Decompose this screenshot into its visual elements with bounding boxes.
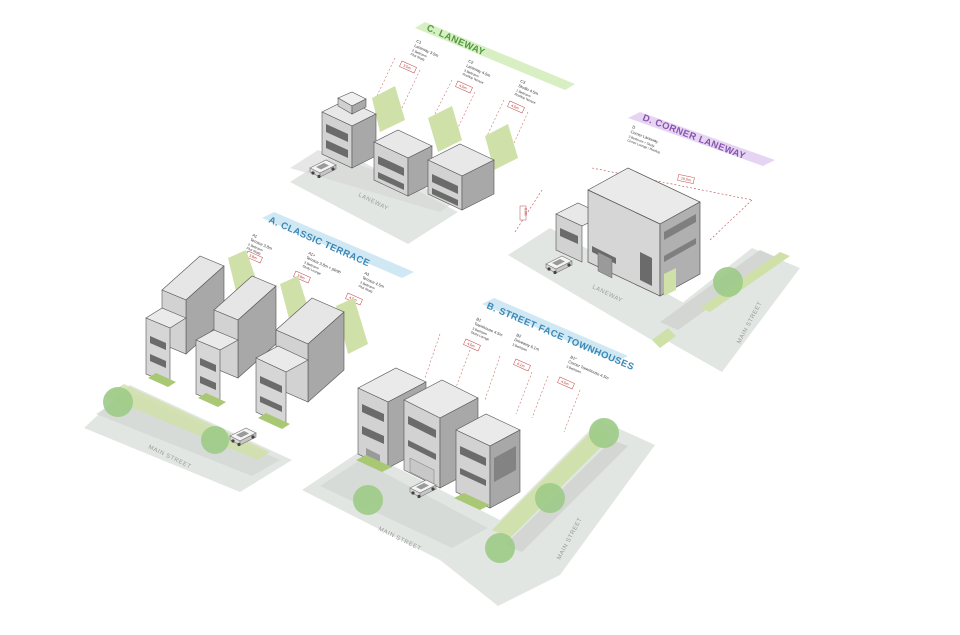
laneway-yard bbox=[372, 86, 405, 132]
terrace-type-code: A3 bbox=[364, 270, 371, 277]
laneway-dim-tag: 4.5m bbox=[455, 80, 473, 94]
svg-text:4.5m: 4.5m bbox=[560, 380, 569, 387]
townhouse-type-sub: 3 Bedroom bbox=[566, 364, 582, 374]
svg-text:3.5m: 3.5m bbox=[402, 64, 411, 71]
terrace-type-code: A1 bbox=[252, 232, 259, 239]
svg-text:4.5m: 4.5m bbox=[510, 104, 519, 111]
svg-text:3.8m: 3.8m bbox=[248, 254, 257, 261]
svg-text:10.0m: 10.0m bbox=[681, 176, 692, 182]
corner-type-code: D bbox=[632, 124, 637, 130]
svg-text:4.5m: 4.5m bbox=[458, 84, 467, 91]
terrace-type-sub: 3 Bedroom bbox=[360, 280, 376, 290]
townhouse-type-code: B1* bbox=[570, 354, 578, 361]
terrace-banner bbox=[262, 212, 414, 278]
laneway-type-sub: Plus Study bbox=[410, 52, 426, 62]
terrace-type-sub: Plus Study bbox=[358, 284, 374, 294]
svg-text:4.5m: 4.5m bbox=[466, 342, 475, 349]
corner-dim-tag: 10.0m bbox=[677, 174, 695, 184]
laneway-type-sub: 3 Bedroom bbox=[464, 68, 480, 78]
townhouse-dim-tag: 4.5m bbox=[557, 376, 575, 390]
townhouse-b1-corner bbox=[454, 413, 521, 510]
townhouse-type-code: B2 bbox=[516, 332, 523, 339]
terrace-house-a1 bbox=[145, 255, 225, 387]
laneway-yard bbox=[485, 124, 518, 170]
tree-icon bbox=[589, 418, 619, 448]
terrace-type-sub: 2 Bedroom bbox=[248, 242, 264, 252]
corner-title: D. CORNER LANEWAY bbox=[641, 113, 747, 163]
laneway-house-c2 bbox=[373, 129, 433, 197]
terrace-type-sub: Study Lounge bbox=[302, 264, 322, 276]
corner-banner bbox=[628, 112, 775, 166]
svg-text:6.1m: 6.1m bbox=[516, 362, 525, 369]
laneway-house-c3 bbox=[427, 143, 495, 211]
laneway-type-code: C2 bbox=[468, 58, 475, 65]
laneway-house-c1 bbox=[321, 91, 377, 169]
terrace-section: A. CLASSIC TERRACE A1 Terrace 3.8m 2 Bed… bbox=[145, 212, 414, 470]
townhouse-type-sub: Study Lounge bbox=[470, 330, 490, 341]
terrace-dim-tag: 3.8m bbox=[293, 270, 311, 284]
laneway-banner bbox=[415, 22, 575, 90]
terrace-type-code: A1+ bbox=[308, 250, 317, 258]
svg-text:6.0m: 6.0m bbox=[524, 208, 528, 216]
laneway-yard bbox=[428, 106, 462, 152]
tree-icon bbox=[713, 267, 743, 297]
townhouse-dim-tag: 4.5m bbox=[463, 338, 481, 352]
laneway-type-code: C1 bbox=[416, 38, 423, 45]
terrace-house-a1-plus bbox=[195, 275, 277, 407]
terrace-type-sub: 3 Bedroom bbox=[304, 260, 320, 270]
laneway-type-code: C3 bbox=[520, 78, 527, 85]
tree-icon bbox=[103, 387, 133, 417]
svg-text:3.8m: 3.8m bbox=[296, 274, 305, 281]
townhouse-dim-tag: 6.1m bbox=[513, 358, 531, 372]
townhouse-type-sub: 3 Bedroom bbox=[472, 326, 488, 336]
laneway-dim-tag: 4.5m bbox=[507, 100, 525, 114]
terrace-type-sub: Plus Study bbox=[246, 246, 262, 256]
corner-house-main bbox=[587, 167, 701, 297]
laneway-type-sub: 1 Bedroom bbox=[516, 88, 532, 98]
townhouse-banner bbox=[482, 298, 628, 362]
laneway-type-sub: 2 Bedroom bbox=[412, 48, 428, 58]
tree-icon bbox=[353, 485, 383, 515]
tree-icon bbox=[535, 483, 565, 513]
townhouse-type-code: B1 bbox=[476, 316, 483, 323]
laneway-dim-tag: 3.5m bbox=[399, 60, 417, 74]
townhouse-type-sub: 3 Bedroom bbox=[512, 342, 528, 352]
townhouse-lot-lines bbox=[424, 333, 581, 433]
tree-icon bbox=[485, 533, 515, 563]
terrace-house-a3 bbox=[255, 297, 345, 429]
corner-dim-tag: 6.0m bbox=[519, 205, 528, 221]
corner-dimension-lines bbox=[514, 167, 753, 241]
tree-icon bbox=[201, 426, 229, 454]
